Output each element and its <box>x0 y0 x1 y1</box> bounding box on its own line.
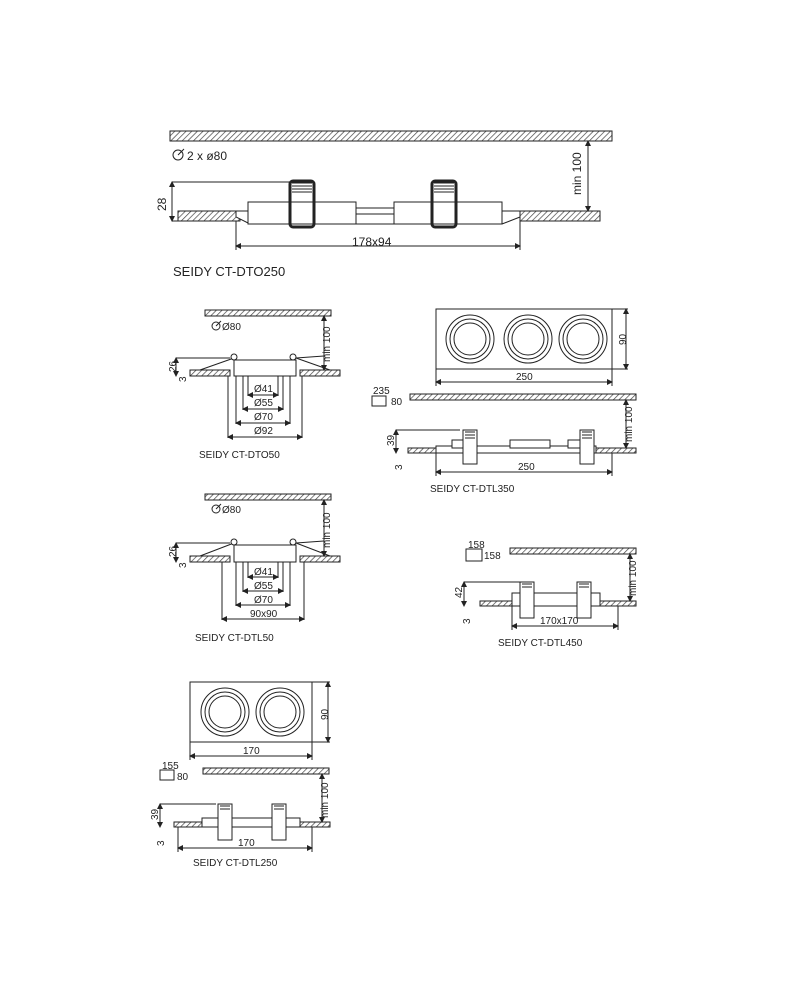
dtl250-width-label: 170 <box>238 838 255 849</box>
dto250-title: SEIDY CT-DTO250 <box>173 264 285 279</box>
dtl50-title: SEIDY CT-DTL50 <box>195 633 274 644</box>
dtl350-top-height-label: 90 <box>618 333 629 345</box>
dto50-clearance-label: min 100 <box>322 326 333 362</box>
dtl250-top-width-label: 170 <box>243 746 260 757</box>
dto50-d4-label: Ø92 <box>254 426 273 437</box>
dto250-cutout-label: 2 x ø80 <box>187 149 227 163</box>
spring-clip-right <box>430 179 458 229</box>
dtl350-cutout-h-label: 80 <box>391 397 403 408</box>
dtl450-cutout-h-label: 158 <box>484 551 501 562</box>
false-ceiling-right <box>519 210 601 222</box>
dtl350-title: SEIDY CT-DTL350 <box>430 484 515 495</box>
dtl250-h2-label: 3 <box>156 840 167 846</box>
dto50-d1-label: Ø41 <box>254 384 273 395</box>
dtl50-h1-label: 26 <box>168 545 179 557</box>
dtl450-cutout-w-label: 158 <box>468 540 485 551</box>
false-ceiling-left <box>177 210 241 222</box>
dtl250-title: SEIDY CT-DTL250 <box>193 858 278 869</box>
dtl250-top-height-label: 90 <box>320 708 331 720</box>
dtl450-size-label: 170x170 <box>540 616 579 627</box>
dto50-h1-label: 26 <box>168 360 179 372</box>
dtl50-d3-label: Ø70 <box>254 595 273 606</box>
dtl250-cutout-h-label: 80 <box>177 772 189 783</box>
dtl450-drawing <box>461 547 637 630</box>
dto50-drawing <box>173 309 341 440</box>
dto50-cutout-label: Ø80 <box>222 322 241 333</box>
spring-clip-left <box>288 179 316 229</box>
dto50-h2-label: 3 <box>178 376 189 382</box>
dtl350-clearance-label: min 100 <box>624 406 635 442</box>
dtl250-cutout-w-label: 155 <box>162 761 179 772</box>
dtl350-width-label: 250 <box>518 462 535 473</box>
dto50-title: SEIDY CT-DTO50 <box>199 450 280 461</box>
dtl250-clearance-label: min 100 <box>320 782 331 818</box>
dtl450-h1-label: 42 <box>454 586 465 598</box>
dtl50-h2-label: 3 <box>178 562 189 568</box>
dtl250-drawing <box>157 681 331 852</box>
dto50-d3-label: Ø70 <box>254 412 273 423</box>
dto250-height-label: 28 <box>155 197 169 211</box>
dtl450-clearance-label: min 100 <box>628 560 639 596</box>
dtl350-cutout-w-label: 235 <box>373 386 390 397</box>
dtl50-d2-label: Ø55 <box>254 581 273 592</box>
dtl450-h2-label: 3 <box>462 618 473 624</box>
dtl350-h1-label: 39 <box>386 434 397 446</box>
dtl350-top-width-label: 250 <box>516 372 533 383</box>
dto250-clearance-label: min 100 <box>570 152 584 195</box>
dtl50-cutout-label: Ø80 <box>222 505 241 516</box>
dtl50-d1-label: Ø41 <box>254 567 273 578</box>
dtl350-drawing <box>371 308 637 476</box>
dtl50-drawing <box>173 493 341 622</box>
dtl50-clearance-label: min 100 <box>322 512 333 548</box>
ceiling-slab <box>169 130 613 142</box>
dtl450-title: SEIDY CT-DTL450 <box>498 638 583 649</box>
dto250-drawing <box>169 130 613 250</box>
dto250-size-label: 178x94 <box>352 235 392 249</box>
dto50-d2-label: Ø55 <box>254 398 273 409</box>
dtl50-size-label: 90x90 <box>250 609 278 620</box>
dtl350-h2-label: 3 <box>394 464 405 470</box>
dtl250-h1-label: 39 <box>150 808 161 820</box>
